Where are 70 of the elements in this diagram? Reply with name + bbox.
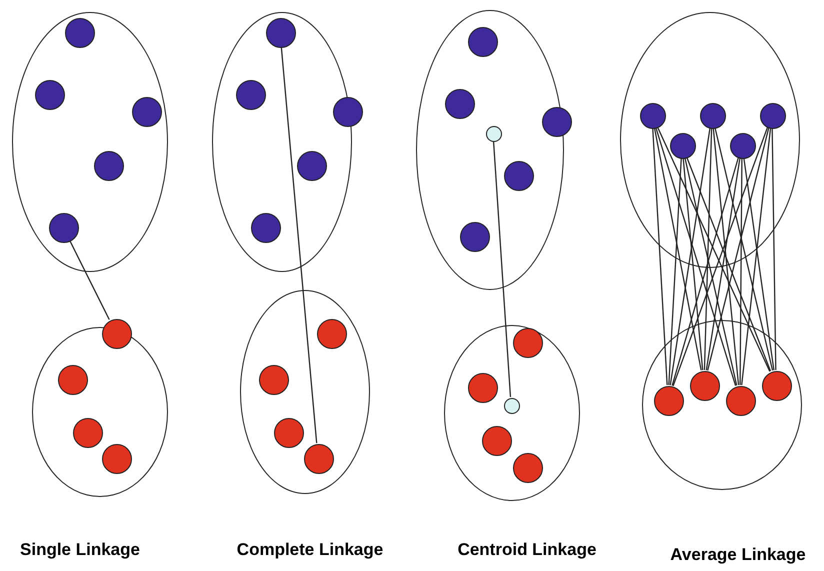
data-point: [730, 133, 756, 159]
centroid-point: [486, 126, 502, 142]
data-point: [304, 444, 334, 474]
linkage-line: [741, 128, 772, 386]
panel-caption: Single Linkage: [20, 540, 140, 560]
linkage-line: [706, 158, 741, 370]
linkage-line: [652, 128, 668, 386]
data-point: [65, 18, 95, 48]
data-point: [760, 103, 786, 129]
linkage-line: [69, 240, 110, 320]
linkage-line: [740, 158, 742, 385]
data-point: [690, 371, 720, 401]
linkage-line: [772, 128, 776, 370]
data-point: [236, 80, 266, 110]
linkage-line: [672, 127, 768, 386]
linkage-line: [672, 157, 739, 386]
data-point: [640, 103, 666, 129]
data-point: [654, 386, 684, 416]
data-point: [445, 89, 475, 119]
data-point: [468, 373, 498, 403]
panel-caption: Complete Linkage: [236, 540, 384, 560]
cluster-ellipse: [642, 320, 802, 490]
data-point: [482, 426, 512, 456]
data-point: [333, 97, 363, 127]
data-point: [274, 418, 304, 448]
linkage-line: [682, 158, 704, 370]
panel-caption: Centroid Linkage: [458, 540, 596, 560]
linkage-line: [668, 158, 682, 386]
cluster-ellipse: [444, 325, 580, 501]
data-point: [762, 371, 792, 401]
data-point: [49, 213, 79, 243]
linkage-line: [655, 127, 736, 386]
linkage-line: [492, 140, 512, 398]
data-point: [700, 103, 726, 129]
linkage-line: [684, 158, 738, 386]
data-point: [460, 222, 490, 252]
linkage-line: [280, 46, 318, 444]
data-point: [259, 365, 289, 395]
linkage-line: [704, 128, 712, 370]
data-point: [317, 319, 347, 349]
linkage-line: [654, 128, 702, 370]
data-point: [35, 80, 65, 110]
data-point: [73, 418, 103, 448]
linkage-line: [707, 127, 770, 371]
linkage-line: [714, 128, 774, 371]
data-point: [102, 444, 132, 474]
cluster-ellipse: [240, 290, 370, 494]
data-point: [102, 319, 132, 349]
linkage-line: [686, 156, 772, 372]
cluster-ellipse: [12, 12, 168, 272]
data-point: [726, 386, 756, 416]
linkage-line: [712, 128, 740, 386]
panel-caption: Average Linkage: [670, 545, 806, 565]
data-point: [670, 133, 696, 159]
data-point: [266, 18, 296, 48]
data-point: [513, 328, 543, 358]
cluster-ellipse: [620, 12, 800, 268]
data-point: [251, 213, 281, 243]
linkage-line: [656, 126, 770, 372]
centroid-point: [504, 398, 520, 414]
data-point: [468, 27, 498, 57]
linkage-line: [670, 128, 711, 386]
data-point: [513, 453, 543, 483]
data-point: [504, 161, 534, 191]
data-point: [297, 151, 327, 181]
data-point: [58, 365, 88, 395]
linkage-line: [743, 158, 774, 370]
data-point: [132, 97, 162, 127]
data-point: [94, 151, 124, 181]
data-point: [542, 107, 572, 137]
